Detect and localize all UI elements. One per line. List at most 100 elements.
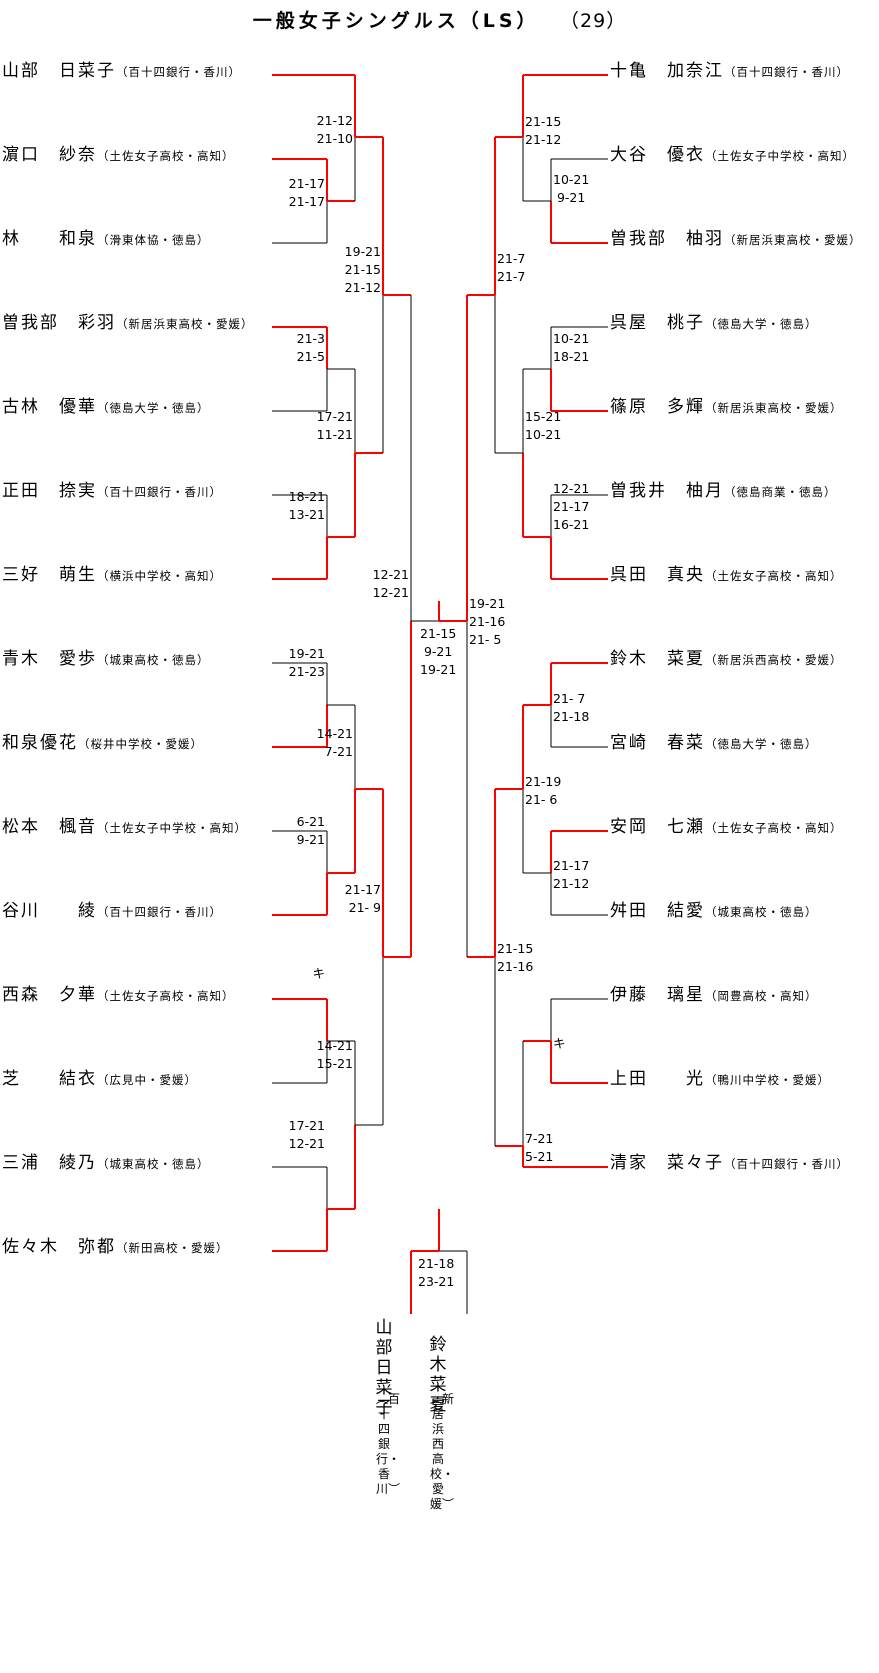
- score-right-r2-3: 21-19 21- 6: [525, 774, 562, 807]
- final-left-name: 山部日菜子: [375, 1318, 393, 1418]
- player-name: 芝 結衣: [2, 1069, 97, 1089]
- score-right-r1-5: 21-17 21-12: [553, 858, 590, 891]
- player-team: （城東高校・徳島）: [97, 653, 210, 667]
- right-player-9: 安岡 七瀬（土佐女子高校・高知）: [610, 817, 878, 837]
- score-right-r2-1: 21-15 21-12: [525, 114, 562, 147]
- player-name: 曽我部 柚羽: [610, 229, 724, 249]
- player-team: （土佐女子高校・高知）: [97, 989, 235, 1003]
- score-semi-center: 21-15 9-21 19-21: [420, 626, 457, 677]
- right-player-5: 曽我井 柚月（徳島商業・徳島）: [610, 481, 878, 501]
- player-name: 濵口 紗奈: [2, 145, 97, 165]
- player-team: （城東高校・徳島）: [97, 1157, 210, 1171]
- left-player-10: 谷川 綾（百十四銀行・香川）: [2, 901, 270, 921]
- entry-count: （29）: [569, 10, 627, 32]
- score-right-r1-2: 10-21 18-21: [553, 331, 590, 364]
- player-name: 安岡 七瀬: [610, 817, 705, 837]
- title-main: 一般女子シングルス（LS）: [252, 10, 540, 32]
- player-team: （城東高校・徳島）: [705, 905, 818, 919]
- left-player-4: 古林 優華（徳島大学・徳島）: [2, 397, 270, 417]
- player-name: 曽我井 柚月: [610, 481, 724, 501]
- right-player-8: 宮崎 春菜（徳島大学・徳島）: [610, 733, 878, 753]
- player-name: 松本 楓音: [2, 817, 97, 837]
- player-name: 和泉優花: [2, 733, 78, 753]
- right-player-2: 曽我部 柚羽（新居浜東高校・愛媛）: [610, 229, 878, 249]
- player-name: 三好 萌生: [2, 565, 97, 585]
- player-team: （新居浜東高校・愛媛）: [724, 233, 862, 247]
- player-name: 山部 日菜子: [2, 61, 116, 81]
- player-name: 舛田 結愛: [610, 901, 705, 921]
- right-player-10: 舛田 結愛（城東高校・徳島）: [610, 901, 878, 921]
- score-left-r2-1: 21-12 21-10: [316, 113, 353, 146]
- score-right-r3-2: 21-15 21-16: [497, 941, 534, 974]
- final-right-team: ︵新居浜西高校・愛媛︶: [430, 1392, 455, 1511]
- player-name: 佐々木 弥都: [2, 1237, 116, 1257]
- score-right-r3-1: 21-7 21-7: [497, 251, 526, 284]
- player-name: 谷川 綾: [2, 901, 97, 921]
- right-player-3: 呉屋 桃子（徳島大学・徳島）: [610, 313, 878, 333]
- score-left-r1-7: 17-21 12-21: [288, 1118, 325, 1151]
- player-team: （土佐女子中学校・高知）: [705, 149, 855, 163]
- player-name: 呉田 真央: [610, 565, 705, 585]
- score-left-r2-4: 14-21 15-21: [316, 1038, 353, 1071]
- player-team: （百十四銀行・香川）: [724, 65, 849, 79]
- left-player-12: 芝 結衣（広見中・愛媛）: [2, 1069, 270, 1089]
- left-player-1: 濵口 紗奈（土佐女子高校・高知）: [2, 145, 270, 165]
- player-team: （新居浜東高校・愛媛）: [116, 317, 254, 331]
- score-left-r1-3: 18-21 13-21: [288, 489, 325, 522]
- player-team: （岡豊高校・高知）: [705, 989, 818, 1003]
- player-name: 呉屋 桃子: [610, 313, 705, 333]
- left-player-0: 山部 日菜子（百十四銀行・香川）: [2, 61, 270, 81]
- final-left-team: ︵百十四銀行・香川︶: [376, 1392, 401, 1496]
- player-name: 上田 光: [610, 1069, 705, 1089]
- player-team: （徳島大学・徳島）: [705, 737, 818, 751]
- left-player-11: 西森 夕華（土佐女子高校・高知）: [2, 985, 270, 1005]
- player-team: （徳島商業・徳島）: [724, 485, 837, 499]
- right-player-4: 篠原 多輝（新居浜東高校・愛媛）: [610, 397, 878, 417]
- player-name: 青木 愛歩: [2, 649, 97, 669]
- player-name: 伊藤 璃星: [610, 985, 705, 1005]
- player-team: （徳島大学・徳島）: [97, 401, 210, 415]
- player-team: （横浜中学校・高知）: [97, 569, 222, 583]
- score-right-qf: 19-21 21-16 21- 5: [469, 596, 506, 647]
- score-left-r1-1: 21-17 21-17: [288, 176, 325, 209]
- player-team: （新田高校・愛媛）: [116, 1241, 229, 1255]
- final-right-name: 鈴木菜夏: [429, 1335, 447, 1415]
- player-name: 林 和泉: [2, 229, 97, 249]
- score-right-r1-6: キ: [553, 1036, 566, 1051]
- player-name: 篠原 多輝: [610, 397, 705, 417]
- player-team: （百十四銀行・香川）: [724, 1157, 849, 1171]
- player-team: （土佐女子高校・高知）: [705, 569, 843, 583]
- left-player-3: 曽我部 彩羽（新居浜東高校・愛媛）: [2, 313, 270, 333]
- left-player-8: 和泉優花（桜井中学校・愛媛）: [2, 733, 270, 753]
- score-left-r3-1: 19-21 21-15 21-12: [344, 244, 381, 295]
- score-right-r2-2: 15-21 10-21: [525, 409, 562, 442]
- left-player-7: 青木 愛歩（城東高校・徳島）: [2, 649, 270, 669]
- left-player-5: 正田 捺実（百十四銀行・香川）: [2, 481, 270, 501]
- player-name: 宮崎 春菜: [610, 733, 705, 753]
- player-name: 正田 捺実: [2, 481, 97, 501]
- player-team: （土佐女子高校・高知）: [705, 821, 843, 835]
- right-player-0: 十亀 加奈江（百十四銀行・香川）: [610, 61, 878, 81]
- right-player-13: 清家 菜々子（百十四銀行・香川）: [610, 1153, 878, 1173]
- player-team: （新居浜西高校・愛媛）: [705, 653, 843, 667]
- player-name: 十亀 加奈江: [610, 61, 724, 81]
- score-left-qf: 12-21 12-21: [372, 567, 409, 600]
- score-right-r1-1: 10-21 9-21: [553, 172, 590, 205]
- player-name: 鈴木 菜夏: [610, 649, 705, 669]
- player-name: 大谷 優衣: [610, 145, 705, 165]
- page-title: 一般女子シングルス（LS） （29）: [0, 6, 879, 33]
- player-team: （徳島大学・徳島）: [705, 317, 818, 331]
- right-player-12: 上田 光（鴨川中学校・愛媛）: [610, 1069, 878, 1089]
- score-right-r1-3: 12-21 21-17 16-21: [553, 481, 590, 532]
- score-left-r1-6: キ: [312, 966, 325, 981]
- player-name: 清家 菜々子: [610, 1153, 724, 1173]
- left-player-13: 三浦 綾乃（城東高校・徳島）: [2, 1153, 270, 1173]
- score-left-r1-4: 19-21 21-23: [288, 646, 325, 679]
- player-team: （滑東体協・徳島）: [97, 233, 210, 247]
- score-left-r2-3: 14-21 7-21: [316, 726, 353, 759]
- score-left-r1-2: 21-3 21-5: [296, 331, 325, 364]
- player-team: （桜井中学校・愛媛）: [78, 737, 203, 751]
- player-team: （土佐女子中学校・高知）: [97, 821, 247, 835]
- score-right-r1-4: 21- 7 21-18: [553, 691, 590, 724]
